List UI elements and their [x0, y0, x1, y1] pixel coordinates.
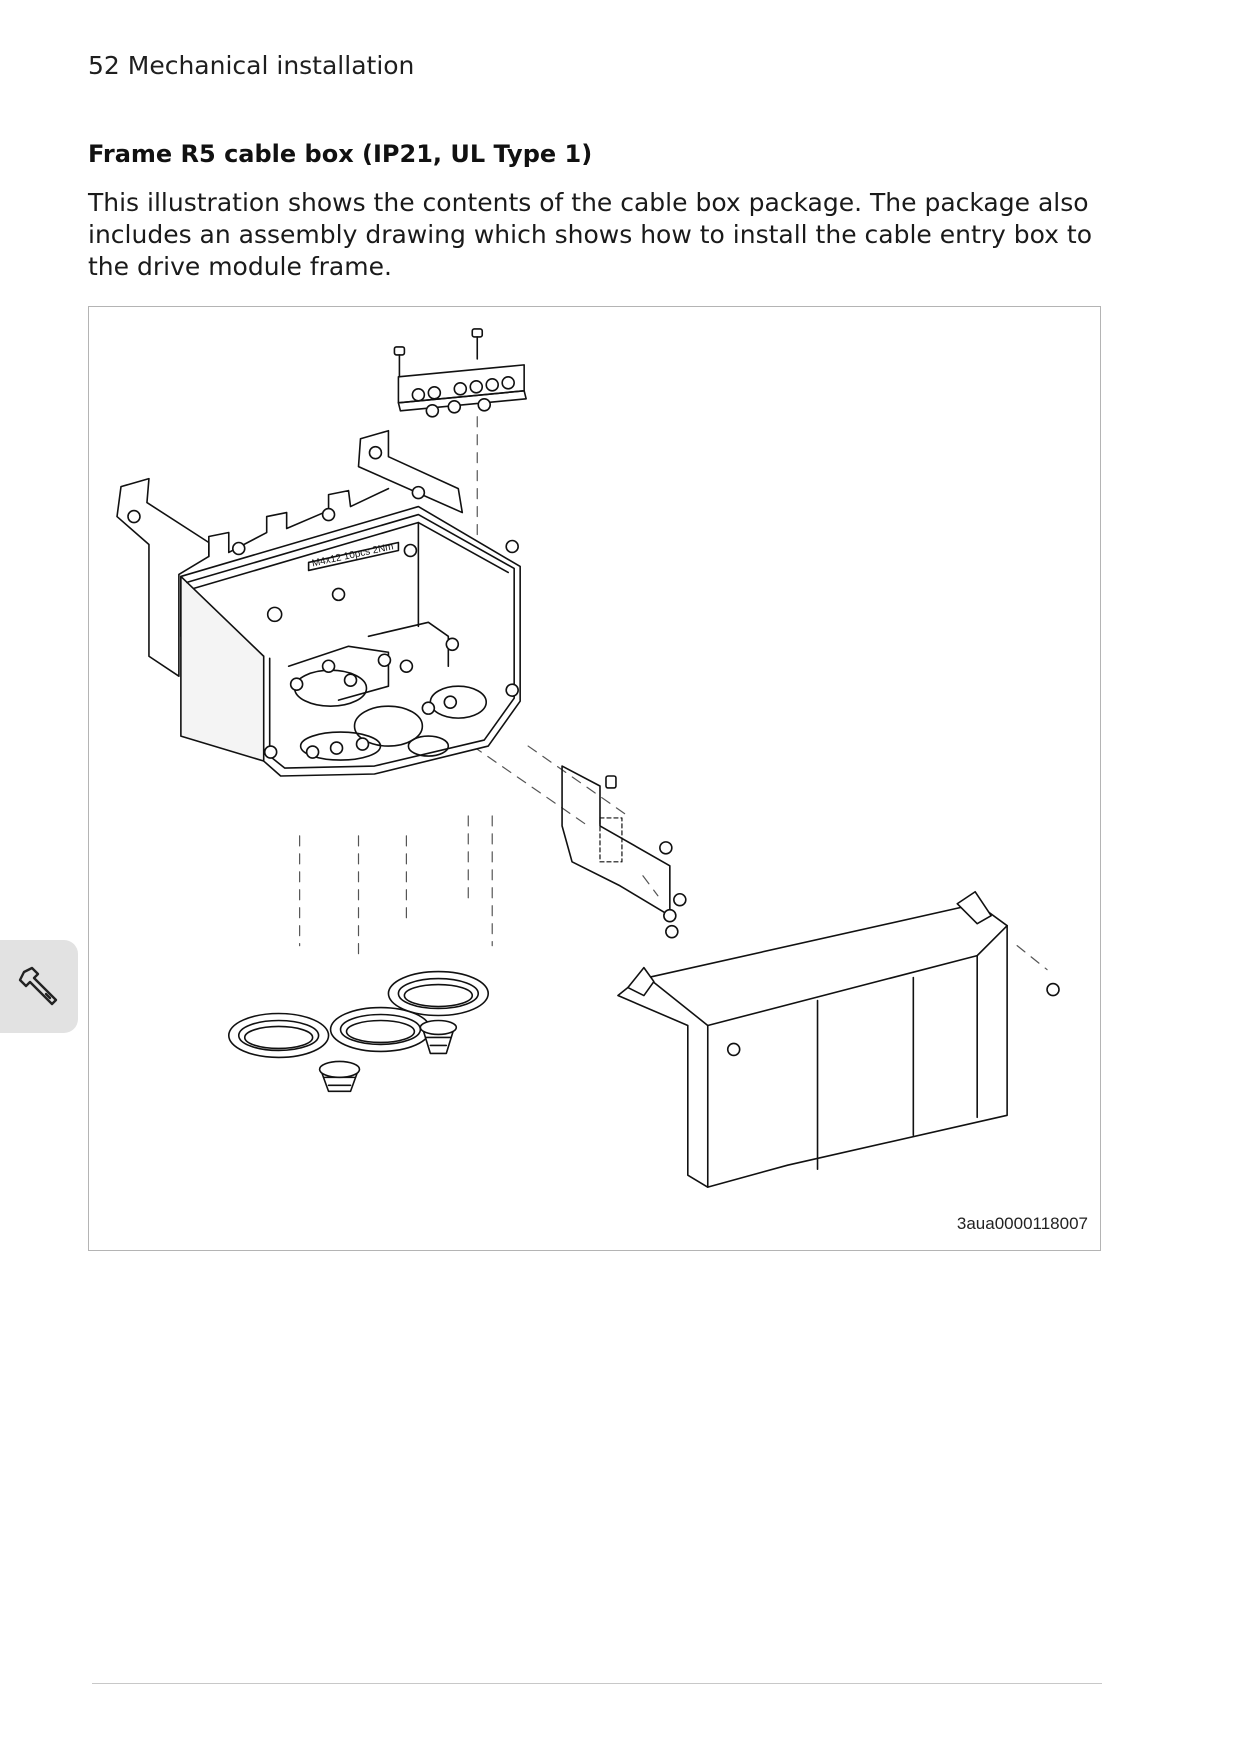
footer-rule	[92, 1683, 1102, 1684]
top-screws	[393, 328, 484, 378]
section-title: Frame R5 cable box (IP21, UL Type 1)	[88, 140, 593, 168]
cable-box-exploded-illustration: M4x12 10pcs 2Nm	[116, 328, 1060, 1188]
figure-id-code: 3aua0000118007	[956, 1214, 1088, 1233]
running-head: 52 Mechanical installation	[88, 51, 415, 80]
side-plate	[561, 765, 687, 939]
body-paragraph: This illustration shows the contents of …	[88, 188, 1093, 281]
mounting-brackets	[116, 429, 464, 678]
guide-lines	[299, 416, 1048, 971]
cable-grommets	[227, 970, 490, 1093]
front-cover	[617, 890, 1060, 1188]
wrench-icon	[18, 966, 58, 1006]
cable-box-body: M4x12 10pcs 2Nm	[180, 505, 521, 777]
chapter-side-tab	[0, 940, 78, 1033]
figure-frame: M4x12 10pcs 2Nm	[88, 306, 1101, 1251]
clamp-bar	[397, 364, 527, 418]
